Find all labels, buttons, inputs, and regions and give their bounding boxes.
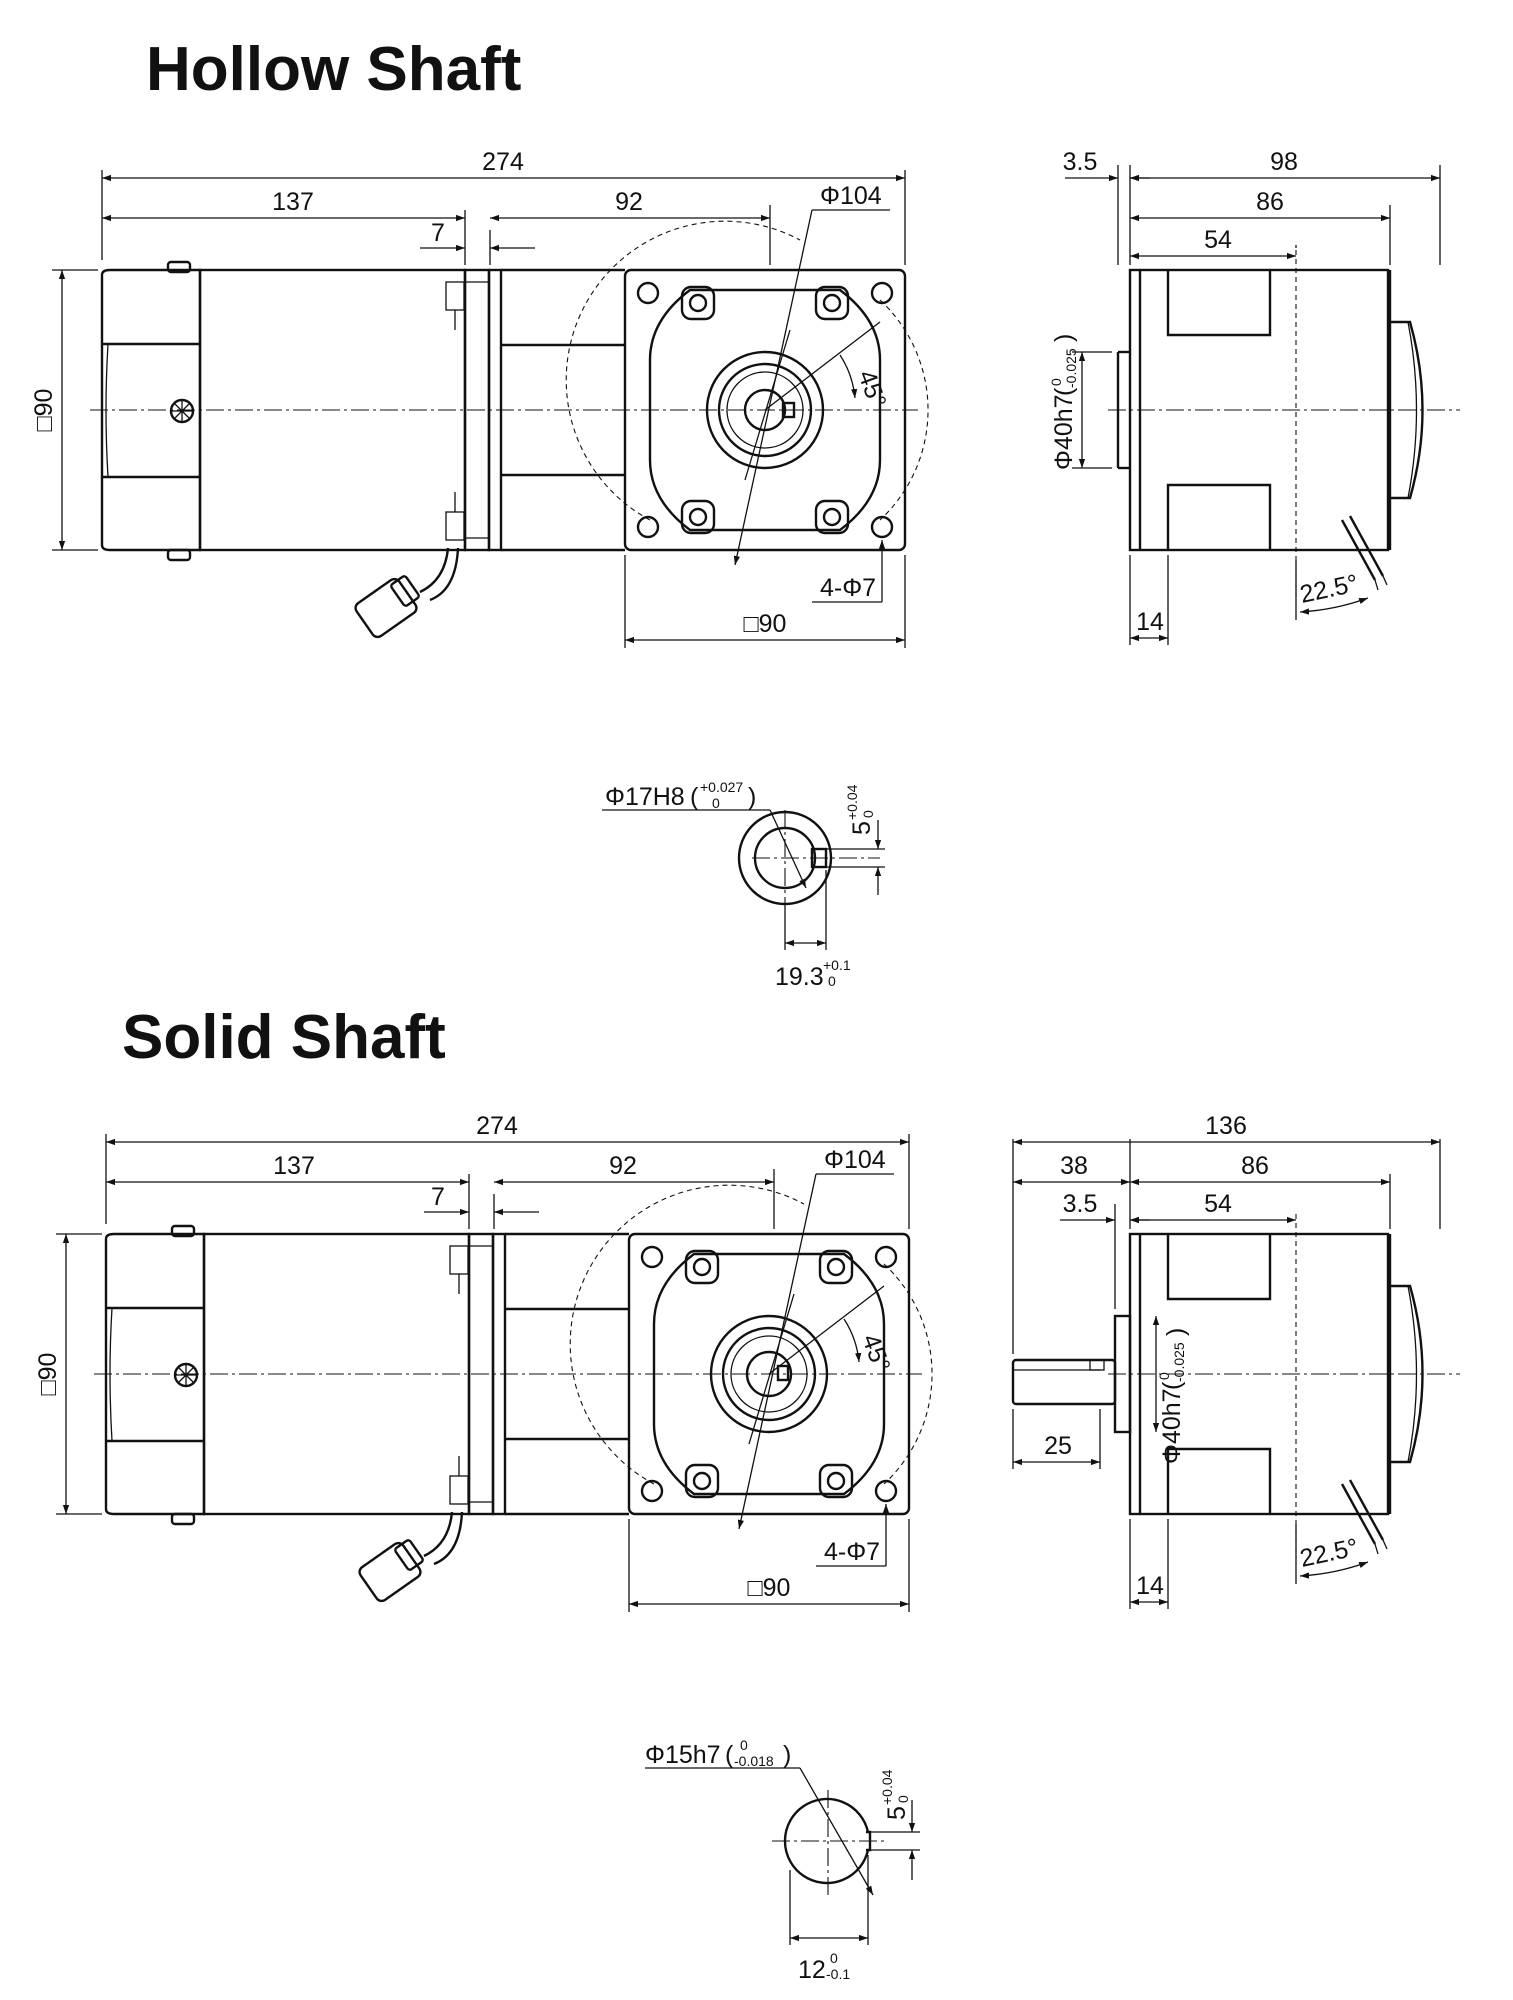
hollow-dim-gearbox-length: 92 [615, 188, 643, 216]
svg-text:12: 12 [798, 1956, 826, 1984]
hollow-side-view [1106, 248, 1462, 597]
svg-text:0: 0 [830, 1950, 838, 1966]
svg-text:5: 5 [848, 821, 876, 835]
solid-shaft-title: Solid Shaft [122, 1003, 446, 1072]
solid-dim-side-body: 86 [1241, 1152, 1269, 1180]
svg-text:(: ( [725, 1741, 734, 1769]
hollow-dim-side-half: 54 [1204, 226, 1232, 254]
hollow-dim-square-side: □90 [30, 389, 58, 432]
hollow-front-view [88, 220, 930, 641]
solid-shaft-detail [645, 1767, 920, 1945]
solid-dim-square-side: □90 [34, 1353, 62, 1396]
svg-text:): ) [1050, 334, 1078, 342]
svg-text:19.3: 19.3 [775, 963, 824, 991]
solid-dim-key-depth: 12 0 -0.1 [798, 1950, 850, 1984]
solid-shaft-end [745, 1293, 795, 1445]
solid-dim-gearbox-length: 92 [609, 1152, 637, 1180]
svg-text:): ) [1162, 1328, 1190, 1336]
solid-dim-angle: 45° [856, 1330, 895, 1375]
solid-side-shaft [1011, 1314, 1132, 1434]
svg-text:Φ17H8: Φ17H8 [605, 783, 685, 811]
solid-front-view [92, 1184, 934, 1605]
solid-dim-side-total: 136 [1205, 1112, 1247, 1140]
svg-text:0: 0 [712, 795, 720, 811]
hollow-dim-flange-thickness: 7 [431, 219, 445, 247]
svg-text:+0.04: +0.04 [879, 1769, 895, 1805]
hollow-dim-bore: Φ17H8 ( +0.027 0 ) [605, 779, 756, 811]
solid-dim-pcd: Φ104 [824, 1146, 886, 1174]
hollow-side-pilot [1116, 350, 1130, 470]
svg-text:-0.025: -0.025 [1063, 348, 1079, 388]
svg-text:-0.1: -0.1 [826, 1966, 850, 1982]
solid-dim-square-bottom: □90 [748, 1574, 791, 1602]
hollow-shaft-title: Hollow Shaft [146, 35, 521, 104]
hollow-dim-holes: 4-Φ7 [820, 574, 876, 602]
svg-text:-0.025: -0.025 [1171, 1342, 1187, 1382]
solid-dim-shaft-length: 25 [1044, 1432, 1072, 1460]
solid-dim-side-half: 54 [1204, 1190, 1232, 1218]
hollow-dim-motor-length: 137 [272, 188, 314, 216]
hollow-dim-angle: 45° [852, 366, 891, 411]
solid-dim-side-shaft-ext: 38 [1060, 1152, 1088, 1180]
svg-text:Φ15h7: Φ15h7 [645, 1741, 721, 1769]
hollow-dim-key-depth: 19.3 +0.1 0 [775, 957, 851, 991]
svg-text:+0.1: +0.1 [823, 957, 851, 973]
solid-dim-key-width: 5 +0.04 0 [879, 1769, 911, 1820]
solid-dim-motor-length: 137 [273, 1152, 315, 1180]
svg-text:Φ40h7: Φ40h7 [1050, 394, 1078, 470]
hollow-dim-key-width: 5 +0.04 0 [844, 784, 876, 835]
svg-text:0: 0 [1156, 1372, 1172, 1380]
svg-text:0: 0 [860, 810, 876, 818]
hollow-dim-square-bottom: □90 [744, 610, 787, 638]
svg-text:+0.027: +0.027 [700, 779, 743, 795]
svg-text:): ) [748, 783, 756, 811]
solid-shaft-section: Solid Shaft 274 137 92 7 [34, 1003, 1462, 1984]
hollow-dim-side-body: 86 [1256, 188, 1284, 216]
svg-text:0: 0 [895, 1795, 911, 1803]
svg-text:0: 0 [1048, 378, 1064, 386]
solid-dim-flange-thickness: 7 [431, 1183, 445, 1211]
solid-dim-pilot: Φ40h7 ( 0 -0.025 ) [1156, 1328, 1190, 1464]
svg-text:0: 0 [740, 1737, 748, 1753]
hollow-dim-side-gap: 3.5 [1063, 148, 1098, 176]
svg-text:5: 5 [883, 1806, 911, 1820]
hollow-bore-detail [602, 809, 885, 950]
svg-text:-0.018: -0.018 [734, 1753, 774, 1769]
svg-text:(: ( [1158, 1381, 1186, 1390]
hollow-bore [743, 329, 796, 481]
hollow-shaft-section: Hollow Shaft 274 137 92 7 Φ104 45° [30, 35, 1462, 991]
hollow-dim-side-bottom: 14 [1136, 608, 1164, 636]
hollow-dim-side-total: 98 [1270, 148, 1298, 176]
svg-text:(: ( [690, 783, 699, 811]
svg-text:0: 0 [828, 973, 836, 989]
svg-text:): ) [783, 1741, 791, 1769]
hollow-dim-pilot: Φ40h7 ( 0 -0.025 ) [1048, 334, 1079, 470]
hollow-dim-overall-length: 274 [482, 148, 524, 176]
solid-dim-overall-length: 274 [476, 1112, 518, 1140]
solid-dim-holes: 4-Φ7 [824, 1538, 880, 1566]
svg-text:+0.04: +0.04 [844, 784, 860, 820]
hollow-dim-pcd: Φ104 [820, 182, 882, 210]
svg-text:Φ40h7: Φ40h7 [1158, 1388, 1186, 1464]
svg-text:(: ( [1050, 387, 1078, 396]
solid-dim-side-gap: 3.5 [1063, 1190, 1098, 1218]
solid-dim-side-bottom: 14 [1136, 1572, 1164, 1600]
solid-dim-shaft: Φ15h7 ( 0 -0.018 ) [645, 1737, 791, 1769]
